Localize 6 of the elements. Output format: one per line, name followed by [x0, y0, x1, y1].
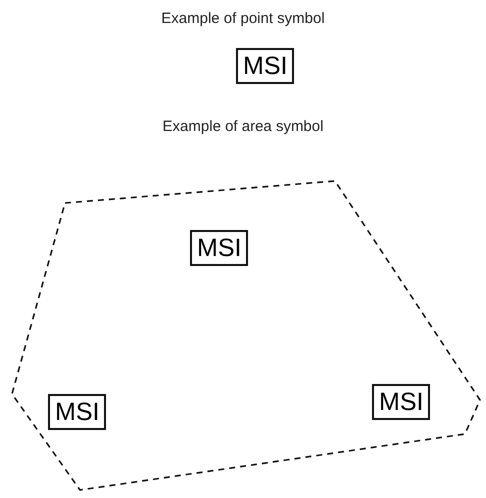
symbol-box: MSI	[48, 394, 106, 430]
symbol-box: MSI	[372, 384, 430, 420]
caption-text: Example of area symbol	[162, 118, 324, 135]
symbol-box: MSI	[236, 48, 294, 84]
caption-text: Example of point symbol	[161, 10, 325, 27]
symbol-box: MSI	[190, 230, 248, 266]
